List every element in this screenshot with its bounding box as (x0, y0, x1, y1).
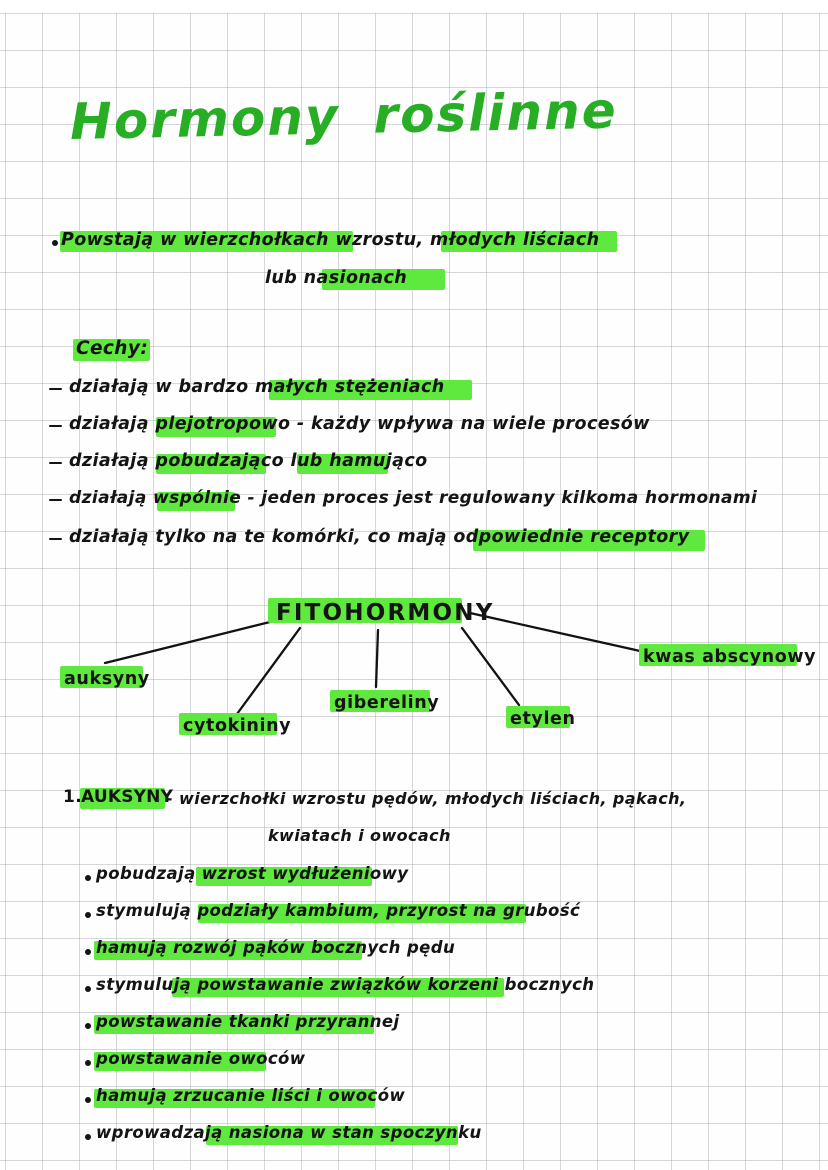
feature-item-1: działają w bardzo małych stężeniach (69, 377, 445, 397)
feature-dash-5 (49, 538, 62, 541)
feature-dash-2 (49, 425, 62, 428)
auxins-effect-2: stymulują podziały kambium, przyrost na … (96, 901, 581, 920)
intro-line-2: lub nasionach (265, 268, 408, 288)
title-word-roslinne: roślinne (372, 81, 619, 145)
connector-to-etylen (460, 626, 521, 707)
page-title: Hormony roślinne (69, 82, 618, 151)
intro-line-1: Powstają w wierzchołkach wzrostu, młodyc… (61, 230, 600, 250)
diagram-node-kwas-abscynowy: kwas abscynowy (643, 647, 817, 667)
intro-bullet-marker (52, 240, 58, 246)
auxins-effect-3: hamują rozwój pąków bocznych pędu (96, 938, 456, 957)
auxins-effect-bullet-6 (85, 1060, 91, 1066)
feature-item-5: działają tylko na te komórki, co mają od… (69, 527, 690, 547)
feature-dash-3 (49, 462, 62, 465)
title-word-hormony: Hormony (69, 87, 341, 151)
auxins-effect-bullet-3 (85, 949, 91, 955)
diagram-node-etylen: etylen (510, 709, 576, 729)
auxins-effect-1: pobudzają wzrost wydłużeniowy (96, 864, 409, 883)
connector-to-gibereliny (374, 628, 380, 689)
auxins-effect-bullet-1 (85, 875, 91, 881)
diagram-root-label: FITOHORMONY (276, 600, 495, 626)
auxins-effect-7: hamują zrzucanie liści i owoców (96, 1086, 406, 1105)
feature-dash-1 (49, 388, 62, 391)
auxins-effect-4: stymulują powstawanie związków korzeni b… (96, 975, 595, 994)
auxins-effect-8: wprowadzają nasiona w stan spoczynku (96, 1123, 482, 1142)
auxins-effect-bullet-2 (85, 912, 91, 918)
auxins-effect-5: powstawanie tkanki przyrannej (96, 1012, 400, 1031)
diagram-node-cytokininy: cytokininy (183, 716, 292, 736)
feature-item-3: działają pobudzająco lub hamująco (69, 451, 428, 471)
connector-to-auksyny (103, 618, 280, 665)
connector-to-cytokininy (235, 626, 302, 716)
auxins-heading: AUKSYNY (81, 787, 174, 807)
diagram-node-auksyny: auksyny (64, 669, 150, 689)
auxins-source-line-2: kwiatach i owocach (268, 826, 451, 845)
feature-item-4: działają wspólnie - jeden proces jest re… (69, 488, 758, 508)
auxins-number: 1. (63, 787, 83, 807)
auxins-effect-bullet-7 (85, 1097, 91, 1103)
feature-dash-4 (49, 499, 62, 502)
diagram-node-gibereliny: gibereliny (334, 693, 440, 713)
feature-item-2: działają plejotropowo - każdy wpływa na … (69, 414, 650, 434)
connector-to-kwas-abscynowy (468, 611, 642, 653)
features-heading: Cechy: (76, 338, 149, 359)
auxins-effect-bullet-5 (85, 1023, 91, 1029)
auxins-effect-bullet-4 (85, 986, 91, 992)
auxins-effect-6: powstawanie owoców (96, 1049, 306, 1068)
auxins-effect-bullet-8 (85, 1134, 91, 1140)
auxins-source-line-1: - wierzchołki wzrostu pędów, młodych liś… (166, 789, 687, 808)
